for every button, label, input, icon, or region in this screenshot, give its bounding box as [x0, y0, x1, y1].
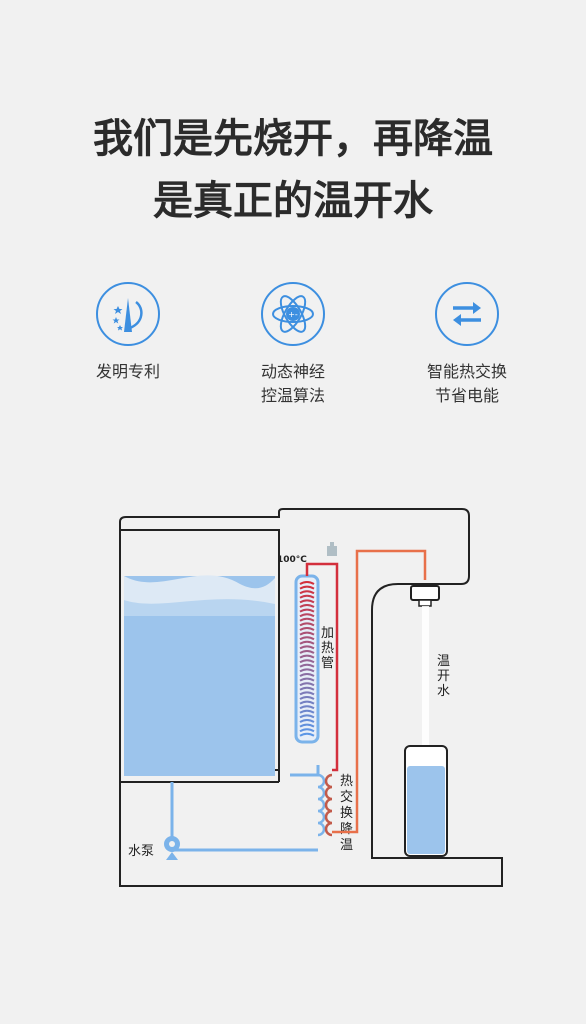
feature-heat-exchange: 智能热交换 节省电能	[387, 282, 547, 408]
outlet-label-1: 温	[437, 654, 450, 669]
heater-stripe	[299, 604, 315, 608]
heater-stripe	[299, 728, 315, 733]
heater-stripe	[299, 640, 315, 645]
heater-stripe	[299, 696, 315, 700]
feature-patent: 发明专利	[48, 282, 208, 384]
exchange-label-3: 换	[340, 806, 353, 821]
heater-stripe	[299, 650, 315, 654]
heater-stripe	[299, 627, 315, 631]
heater-label-2: 热	[321, 641, 334, 656]
water-cup	[404, 745, 448, 857]
heater-stripe	[299, 723, 315, 728]
heater-tube	[294, 574, 320, 744]
heater-stripe	[299, 705, 315, 710]
feature-algorithm-label: 动态神经 控温算法	[260, 362, 325, 405]
water-pump	[164, 836, 180, 860]
exchange-label-2: 交	[340, 789, 353, 805]
exchange-label-5: 温	[340, 838, 353, 853]
warm-pipe	[332, 549, 427, 834]
heater-stripe	[299, 622, 315, 627]
headline-line-2: 是真正的温开水	[153, 178, 433, 224]
feature-row: 发明专利 +- 动态神经 控温算法 智能	[0, 282, 586, 412]
inlet-pipe	[170, 782, 318, 852]
heater-stripe	[299, 691, 315, 696]
feature-algorithm: +- 动态神经 控温算法	[213, 282, 373, 408]
water-stream	[422, 606, 429, 746]
feature-heat-exchange-label: 智能热交换 节省电能	[426, 362, 507, 405]
heater-stripe	[299, 631, 315, 636]
exchange-label-1: 热	[340, 774, 353, 789]
heater-feed-pipe	[290, 765, 320, 777]
heater-stripe	[299, 654, 315, 659]
heater-stripe	[299, 677, 315, 682]
valve-icon	[327, 542, 337, 556]
headline: 我们是先烧开，再降温 是真正的温开水	[0, 108, 586, 232]
hot-pipe	[305, 562, 339, 772]
heater-stripe	[299, 613, 315, 618]
heater-stripe	[299, 682, 315, 687]
heater-stripe	[299, 599, 315, 604]
outlet-label-3: 水	[437, 684, 450, 699]
heater-stripe	[299, 585, 315, 590]
heater-stripe	[299, 700, 315, 705]
headline-line-1: 我们是先烧开，再降温	[93, 116, 493, 162]
svg-text:+-: +-	[288, 310, 298, 319]
water-tank	[124, 575, 275, 776]
exchange-arrows-icon	[435, 282, 499, 346]
outlet-label-2: 开	[437, 669, 450, 684]
heater-stripe	[299, 645, 315, 650]
outlet-nozzle	[410, 585, 440, 607]
heater-stripe	[299, 659, 315, 664]
heater-stripe	[299, 617, 315, 622]
heater-stripe	[299, 608, 315, 613]
patent-icon	[96, 282, 160, 346]
pump-label: 水泵	[128, 844, 154, 859]
atom-icon: +-	[261, 282, 325, 346]
exchange-label-4: 降	[340, 822, 353, 837]
heater-stripe	[299, 686, 315, 691]
heater-stripe	[299, 581, 315, 585]
heater-stripe	[299, 594, 315, 599]
heater-stripe	[299, 732, 315, 737]
heater-label-3: 管	[321, 656, 334, 671]
temperature-label: 100°C	[277, 555, 307, 565]
water-dispenser-diagram: 水泵 加 热 管 热 交 换 降 温 100°C 温 开 水	[119, 508, 503, 887]
heater-stripe	[299, 714, 315, 719]
heater-stripe	[299, 636, 315, 641]
machine-body-outline	[119, 508, 503, 887]
heater-stripe	[299, 663, 315, 668]
heater-label-1: 加	[321, 626, 334, 641]
heater-stripe	[299, 668, 315, 673]
heater-stripe	[299, 719, 315, 723]
heat-exchange-coil	[317, 773, 333, 837]
heater-stripe	[299, 590, 315, 595]
feature-patent-label: 发明专利	[95, 362, 160, 381]
heater-stripe	[299, 673, 315, 677]
heater-stripe	[299, 709, 315, 714]
